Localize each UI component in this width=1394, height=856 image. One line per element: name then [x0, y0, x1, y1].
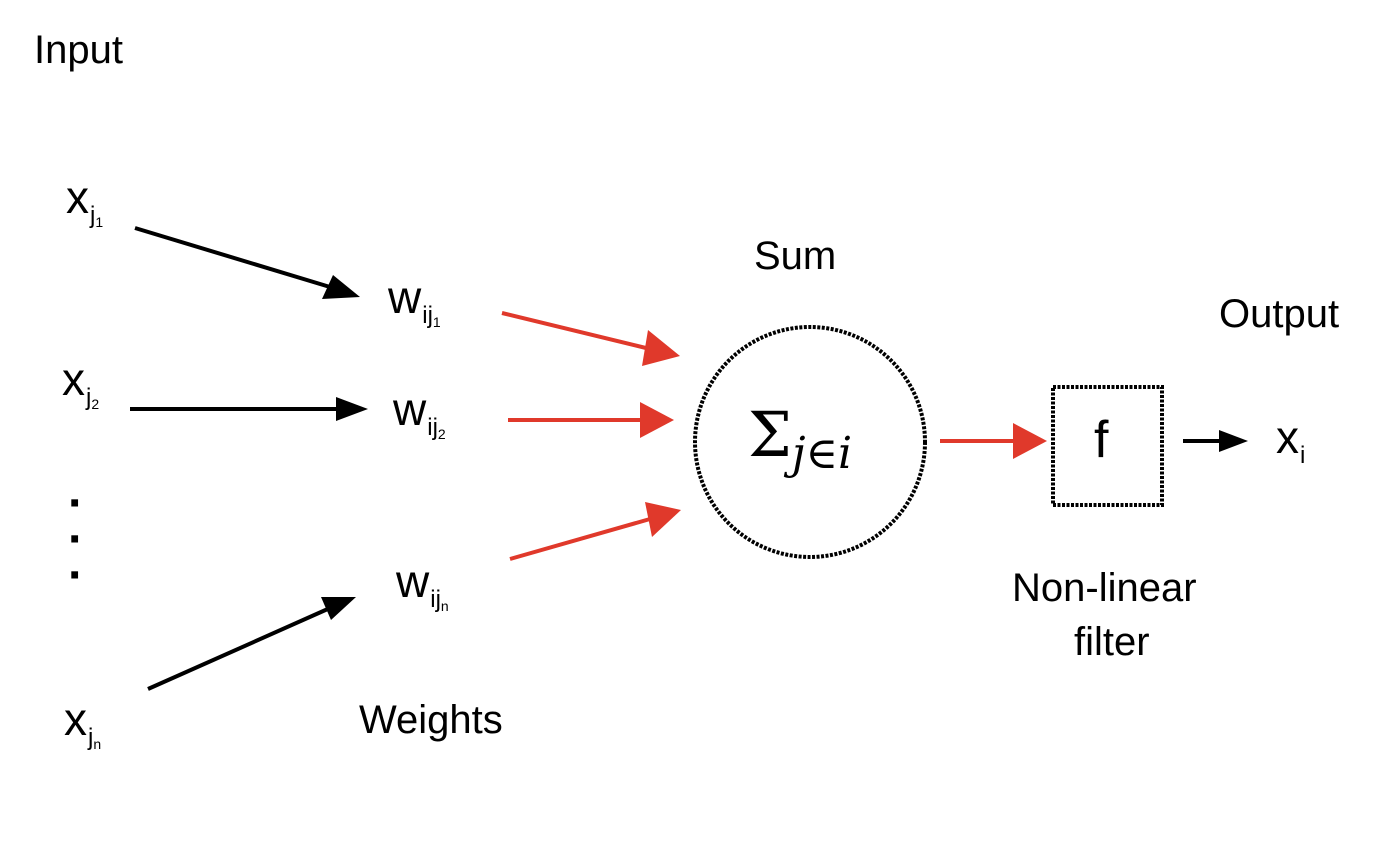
- filter-symbol: f: [1094, 411, 1109, 469]
- sigma-glyph: Σ: [748, 398, 792, 471]
- weights-label: Weights: [359, 698, 503, 742]
- input-arrow-n: [147, 597, 356, 691]
- sum-index: j∈i: [791, 428, 853, 479]
- sum-node: [693, 325, 927, 559]
- filter-label-line1: Non-linear: [1012, 566, 1197, 610]
- input-var-n: xjn: [64, 693, 102, 752]
- filter-label-line2: filter: [1074, 620, 1150, 664]
- weight-arrow-2: [508, 402, 674, 438]
- sum-label: Sum: [754, 234, 837, 278]
- weight-arrow-1: [501, 311, 680, 366]
- filter-box: [1051, 385, 1164, 507]
- output-label: Output: [1219, 292, 1340, 336]
- input-var-1: xj1: [66, 171, 104, 230]
- input-arrow-1: [134, 226, 360, 299]
- weight-var-n: wijn: [396, 555, 449, 614]
- sum-to-filter-arrow: [940, 423, 1047, 459]
- output-arrow: [1183, 430, 1248, 452]
- output-var: xi: [1276, 411, 1306, 469]
- input-arrow-2: [130, 397, 368, 421]
- input-ellipsis: · · ·: [68, 477, 84, 602]
- weight-arrow-n: [509, 502, 681, 561]
- sum-symbol: Σj∈i: [748, 404, 852, 476]
- input-label: Input: [34, 28, 123, 72]
- weight-var-2: wij2: [393, 383, 446, 442]
- input-var-2: xj2: [62, 353, 100, 412]
- weight-var-1: wij1: [388, 271, 441, 330]
